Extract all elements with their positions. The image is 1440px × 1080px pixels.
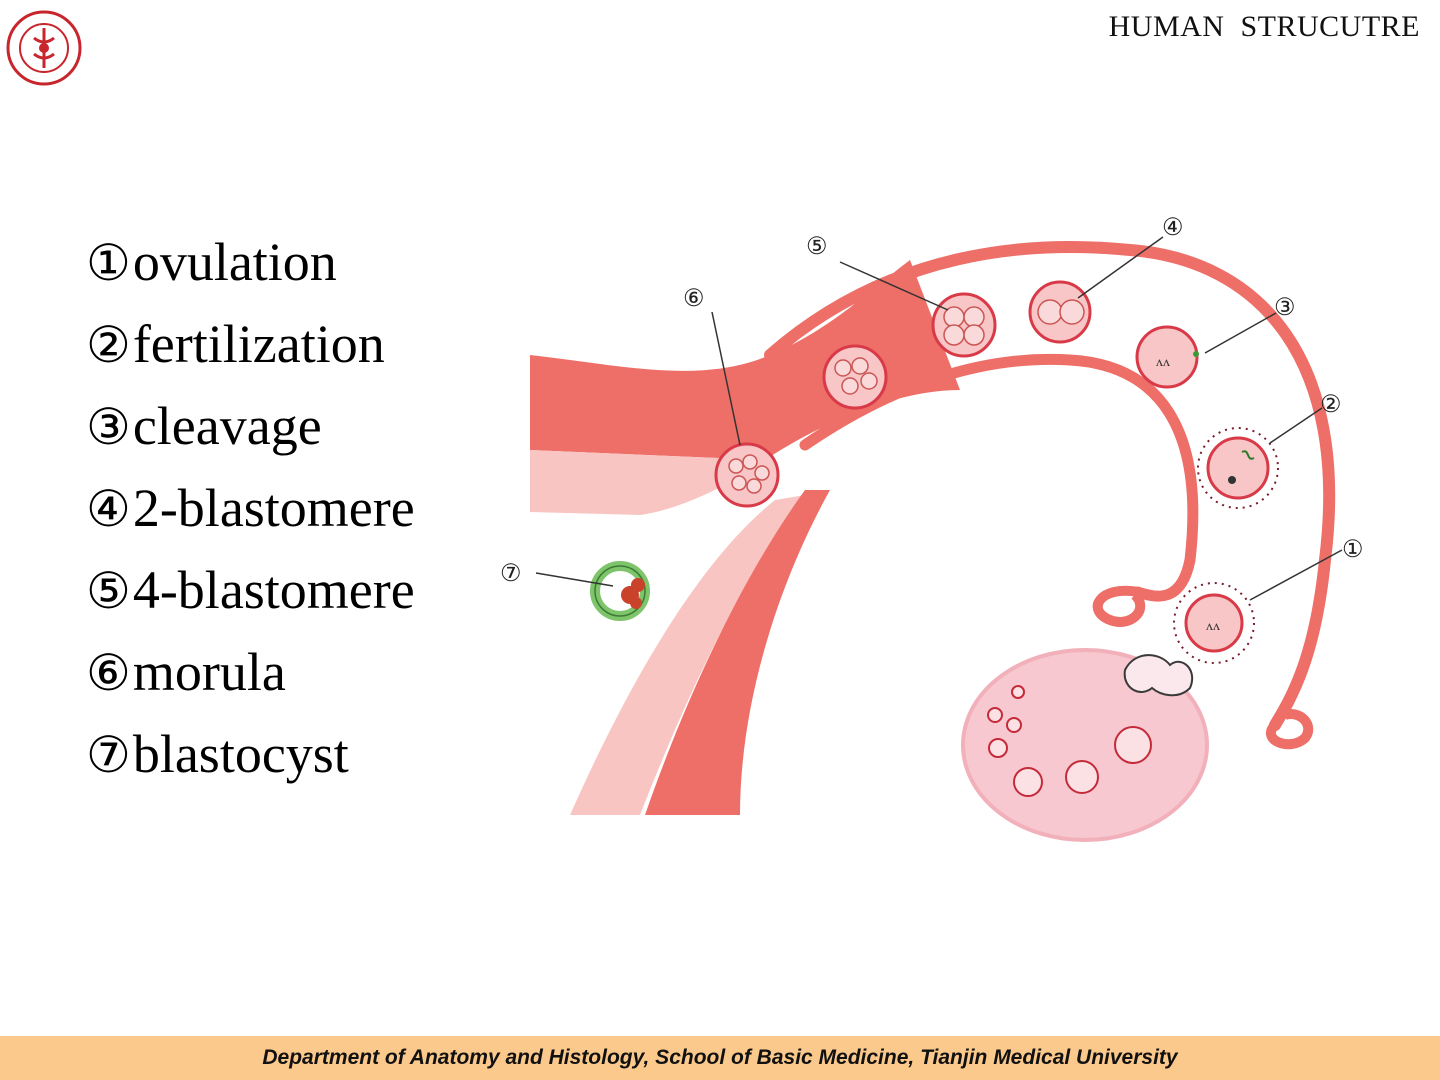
legend-label: ovulation <box>132 232 337 292</box>
callout-5: ⑤ <box>806 234 828 260</box>
footer-bar: Department of Anatomy and Histology, Sch… <box>0 1036 1440 1080</box>
legend-number: ⑤ <box>86 563 131 619</box>
legend-label: 2-blastomere <box>132 478 415 538</box>
leader-line-1 <box>1249 549 1343 601</box>
legend-number: ⑥ <box>86 645 131 701</box>
morula <box>714 442 780 508</box>
callout-7: ⑦ <box>500 561 522 587</box>
callout-1: ① <box>1342 537 1364 563</box>
uterus-lower-lining <box>570 495 805 815</box>
oviduct-outer-wall <box>764 240 1336 731</box>
ovarian-follicle <box>987 707 1003 723</box>
leader-line-4 <box>1077 236 1164 299</box>
uterus-lower-wall <box>645 490 830 815</box>
legend-item-ovulation: ①ovulation <box>86 222 415 304</box>
ovulated-oocyte: ʌʌ <box>1173 582 1255 664</box>
ovarian-follicle <box>1065 760 1099 794</box>
leader-line-7 <box>535 572 614 587</box>
callout-3: ③ <box>1274 295 1296 321</box>
legend-item-2-blastomere: ④2-blastomere <box>86 468 415 550</box>
legend-item-4-blastomere: ⑤4-blastomere <box>86 550 415 632</box>
svg-text:ʌʌ: ʌʌ <box>1156 355 1170 370</box>
ovarian-follicle <box>988 738 1008 758</box>
legend-item-morula: ⑥morula <box>86 632 415 714</box>
legend-number: ④ <box>86 481 131 537</box>
legend-number: ② <box>86 317 131 373</box>
callout-4: ④ <box>1162 215 1184 241</box>
uterus-upper-wall <box>530 260 960 460</box>
legend-number: ③ <box>86 399 131 455</box>
leader-line-6 <box>711 311 741 446</box>
legend-label: morula <box>132 642 286 702</box>
oviduct-inner-wall <box>799 353 1199 602</box>
fimbria-right <box>1266 709 1314 750</box>
leader-line-5 <box>839 261 949 311</box>
ovarian-follicle <box>1013 767 1043 797</box>
corpus-luteum <box>1123 654 1193 697</box>
fertilized-oocyte <box>1197 427 1279 509</box>
legend-label: 4-blastomere <box>132 560 415 620</box>
uterus-upper-lining <box>530 450 765 515</box>
legend-number: ⑦ <box>86 727 131 783</box>
leader-line-3 <box>1204 312 1277 354</box>
fimbria-left <box>1092 585 1146 627</box>
cleavage-zygote: ʌʌ <box>1135 325 1199 389</box>
page-title: HUMAN STRUCUTRE <box>1108 10 1420 43</box>
stage-legend: ①ovulation ②fertilization ③cleavage ④2-b… <box>86 222 415 796</box>
legend-item-cleavage: ③cleavage <box>86 386 415 468</box>
early-morula <box>822 344 888 410</box>
svg-text:ʌʌ: ʌʌ <box>1206 619 1220 634</box>
blastocyst <box>590 561 650 621</box>
legend-item-blastocyst: ⑦blastocyst <box>86 714 415 796</box>
legend-label: fertilization <box>132 314 385 374</box>
legend-label: cleavage <box>132 396 322 456</box>
ovarian-follicle <box>1114 726 1152 764</box>
ovarian-follicle <box>1011 685 1025 699</box>
callout-2: ② <box>1320 392 1342 418</box>
callout-6: ⑥ <box>683 286 705 312</box>
oviduct-diagram: ʌʌ ʌʌ <box>500 215 1364 842</box>
ovarian-follicle <box>1006 717 1022 733</box>
legend-number: ① <box>86 235 131 291</box>
university-seal-logo <box>6 10 82 86</box>
leader-line-2 <box>1269 407 1323 444</box>
four-cell-embryo <box>931 292 997 358</box>
legend-item-fertilization: ②fertilization <box>86 304 415 386</box>
footer-text: Department of Anatomy and Histology, Sch… <box>262 1046 1178 1069</box>
two-cell-embryo <box>1028 280 1092 344</box>
legend-label: blastocyst <box>132 724 349 784</box>
